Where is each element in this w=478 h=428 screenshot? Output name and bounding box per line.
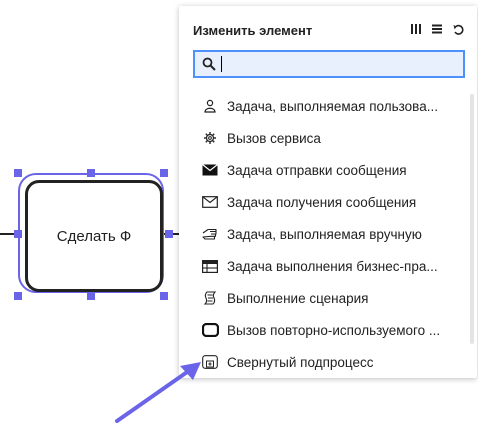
popup-header: Изменить элемент <box>193 21 465 41</box>
popup-title: Изменить элемент <box>193 23 313 38</box>
option-label: Задача, выполняемая вручную <box>227 226 422 242</box>
option-script-task[interactable]: Выполнение сценария <box>179 282 463 314</box>
columns-icon[interactable] <box>409 21 423 37</box>
option-manual-task[interactable]: Задача, выполняемая вручную <box>179 218 463 250</box>
send-message-icon <box>201 162 219 178</box>
option-user-task[interactable]: Задача, выполняемая пользова... <box>179 90 463 122</box>
collapsed-subprocess-icon <box>201 354 219 370</box>
service-task-icon <box>201 130 219 146</box>
option-label: Задача выполнения бизнес-пра... <box>227 258 438 274</box>
option-collapsed-subprocess[interactable]: Свернутый подпроцесс <box>179 346 463 378</box>
resize-handle-n[interactable] <box>87 169 95 177</box>
task-shape[interactable]: Сделать Ф <box>25 180 163 292</box>
option-business-rule-task[interactable]: Задача выполнения бизнес-пра... <box>179 250 463 282</box>
option-label: Свернутый подпроцесс <box>227 354 374 370</box>
option-label: Задача, выполняемая пользова... <box>227 98 438 114</box>
element-options-list: Задача, выполняемая пользова... Вызов се… <box>179 90 463 378</box>
option-call-activity[interactable]: Вызов повторно-используемого ... <box>179 314 463 346</box>
resize-handle-e[interactable] <box>165 230 173 238</box>
resize-handle-se[interactable] <box>160 292 168 300</box>
business-rule-icon <box>201 258 219 274</box>
option-receive-task[interactable]: Задача получения сообщения <box>179 186 463 218</box>
resize-handle-ne[interactable] <box>160 169 168 177</box>
option-label: Задача отправки сообщения <box>227 162 407 178</box>
option-label: Вызов сервиса <box>227 130 321 146</box>
user-task-icon <box>201 98 219 114</box>
receive-message-icon <box>201 194 219 210</box>
task-label: Сделать Ф <box>56 227 132 245</box>
manual-task-icon <box>201 226 219 242</box>
search-field[interactable] <box>193 50 465 78</box>
call-activity-icon <box>201 322 219 338</box>
resize-handle-sw[interactable] <box>14 292 22 300</box>
option-label: Выполнение сценария <box>227 290 369 306</box>
undo-icon[interactable] <box>451 21 465 37</box>
replace-element-popup: Изменить элемент Задача, выполняемая пол… <box>179 6 477 378</box>
text-caret <box>221 56 222 72</box>
search-icon <box>199 57 219 71</box>
script-task-icon <box>201 290 219 306</box>
list-scrollbar[interactable] <box>470 94 474 344</box>
resize-handle-nw[interactable] <box>14 169 22 177</box>
option-send-task[interactable]: Задача отправки сообщения <box>179 154 463 186</box>
resize-handle-w[interactable] <box>14 230 22 238</box>
option-label: Вызов повторно-используемого ... <box>227 322 441 338</box>
option-service-task[interactable]: Вызов сервиса <box>179 122 463 154</box>
resize-handle-s[interactable] <box>87 292 95 300</box>
option-label: Задача получения сообщения <box>227 194 417 210</box>
search-input[interactable] <box>222 53 463 75</box>
list-menu-icon[interactable] <box>430 21 444 37</box>
